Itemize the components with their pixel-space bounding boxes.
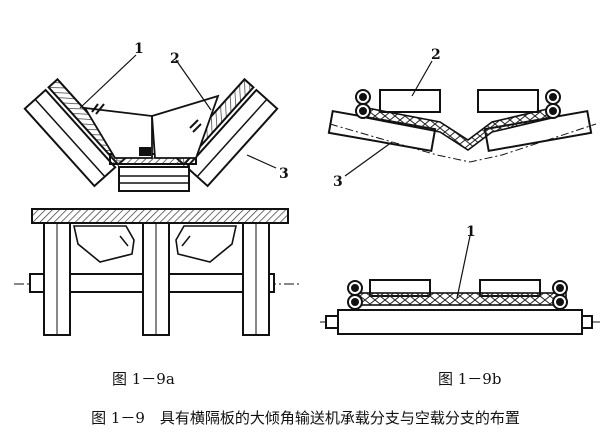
- cleat-right: [151, 94, 220, 159]
- cleat-left: [83, 106, 153, 159]
- fig-b-return-view: [320, 235, 600, 335]
- belt-b-bottom: [353, 292, 567, 306]
- cleat-profile-right: [175, 225, 237, 263]
- center-idler: [118, 166, 190, 192]
- caption-fig-b: 图 1－9b: [438, 370, 502, 388]
- fig-b-loaded-view: [327, 60, 597, 177]
- fig-a-label-1: 1: [134, 41, 144, 57]
- belt-bottom: [109, 153, 197, 165]
- roller-center: [142, 222, 170, 336]
- roller-left: [43, 222, 71, 336]
- fig-b-label-1: 1: [466, 224, 476, 240]
- fig-a-trough-view: [23, 54, 279, 192]
- fig-a-label-2: 2: [170, 51, 180, 67]
- roller-right: [242, 222, 270, 336]
- return-idler-b: [337, 309, 583, 335]
- cleat-left-b: [379, 89, 441, 113]
- cleat-profile-left: [73, 225, 135, 263]
- figure-caption: 图 1－9 具有横隔板的大倾角输送机承载分支与空载分支的布置: [91, 409, 520, 427]
- fig-a-label-3: 3: [279, 166, 289, 182]
- caption-fig-a: 图 1－9a: [112, 370, 175, 388]
- cleat-right-b: [477, 89, 539, 113]
- fig-a-return-view: [14, 208, 300, 336]
- fig-b-label-3: 3: [333, 174, 343, 190]
- top-plate: [31, 208, 289, 224]
- fig-b-label-2: 2: [431, 47, 441, 63]
